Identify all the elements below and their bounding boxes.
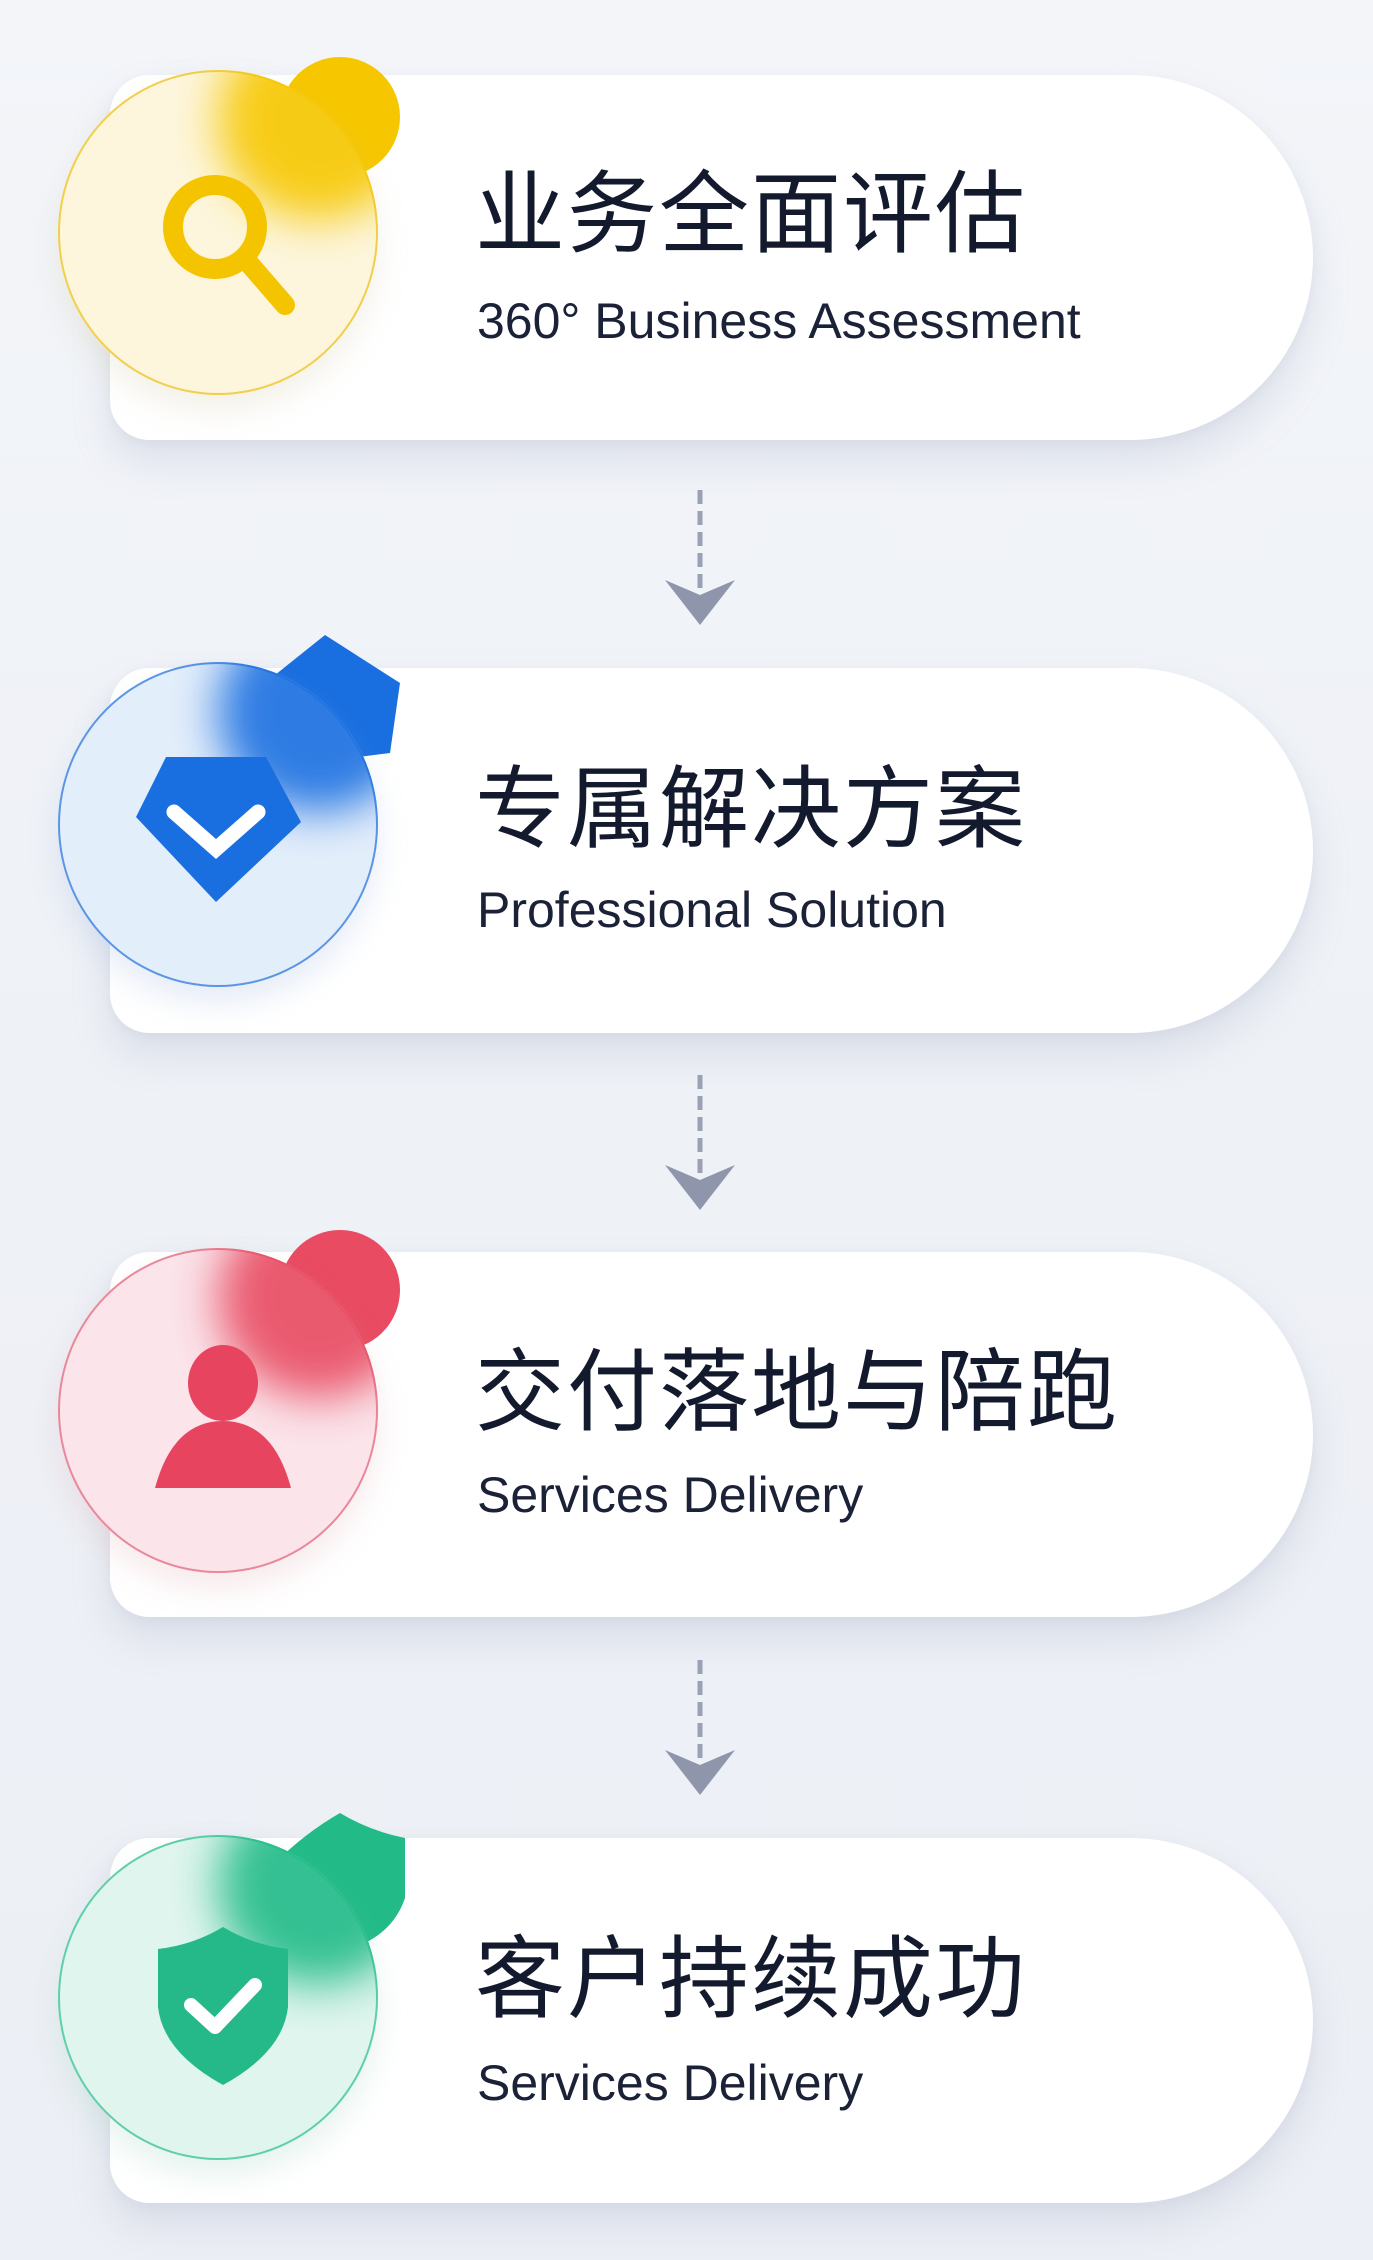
process-step-2: 专属解决方案 Professional Solution [0, 590, 1373, 1033]
process-step-4: 客户持续成功 Services Delivery [0, 1755, 1373, 2203]
step-subtitle: 360° Business Assessment [477, 293, 1081, 349]
dashed-arrow-down-icon [665, 490, 735, 625]
step-icon-disc [58, 1835, 378, 2160]
step-icon-disc [58, 662, 378, 987]
search-icon [163, 175, 295, 315]
diamond-check-icon [136, 757, 301, 902]
process-step-3: 交付落地与陪跑 Services Delivery [0, 1170, 1373, 1617]
step-title: 专属解决方案 [475, 757, 1027, 862]
step-title: 客户持续成功 [475, 1927, 1027, 2032]
process-step-1: 业务全面评估 360° Business Assessment [0, 0, 1373, 440]
dashed-arrow-down-icon [665, 1660, 735, 1795]
step-subtitle: Services Delivery [477, 2055, 864, 2111]
step-subtitle: Services Delivery [477, 1467, 864, 1523]
dashed-arrow-down-icon [665, 1075, 735, 1210]
user-icon [155, 1345, 291, 1488]
step-subtitle: Professional Solution [477, 882, 947, 938]
shield-check-icon [158, 1927, 288, 2085]
step-icon-disc [58, 1248, 378, 1573]
step-title: 业务全面评估 [475, 162, 1027, 267]
step-title: 交付落地与陪跑 [475, 1340, 1119, 1445]
step-icon-disc [58, 70, 378, 395]
